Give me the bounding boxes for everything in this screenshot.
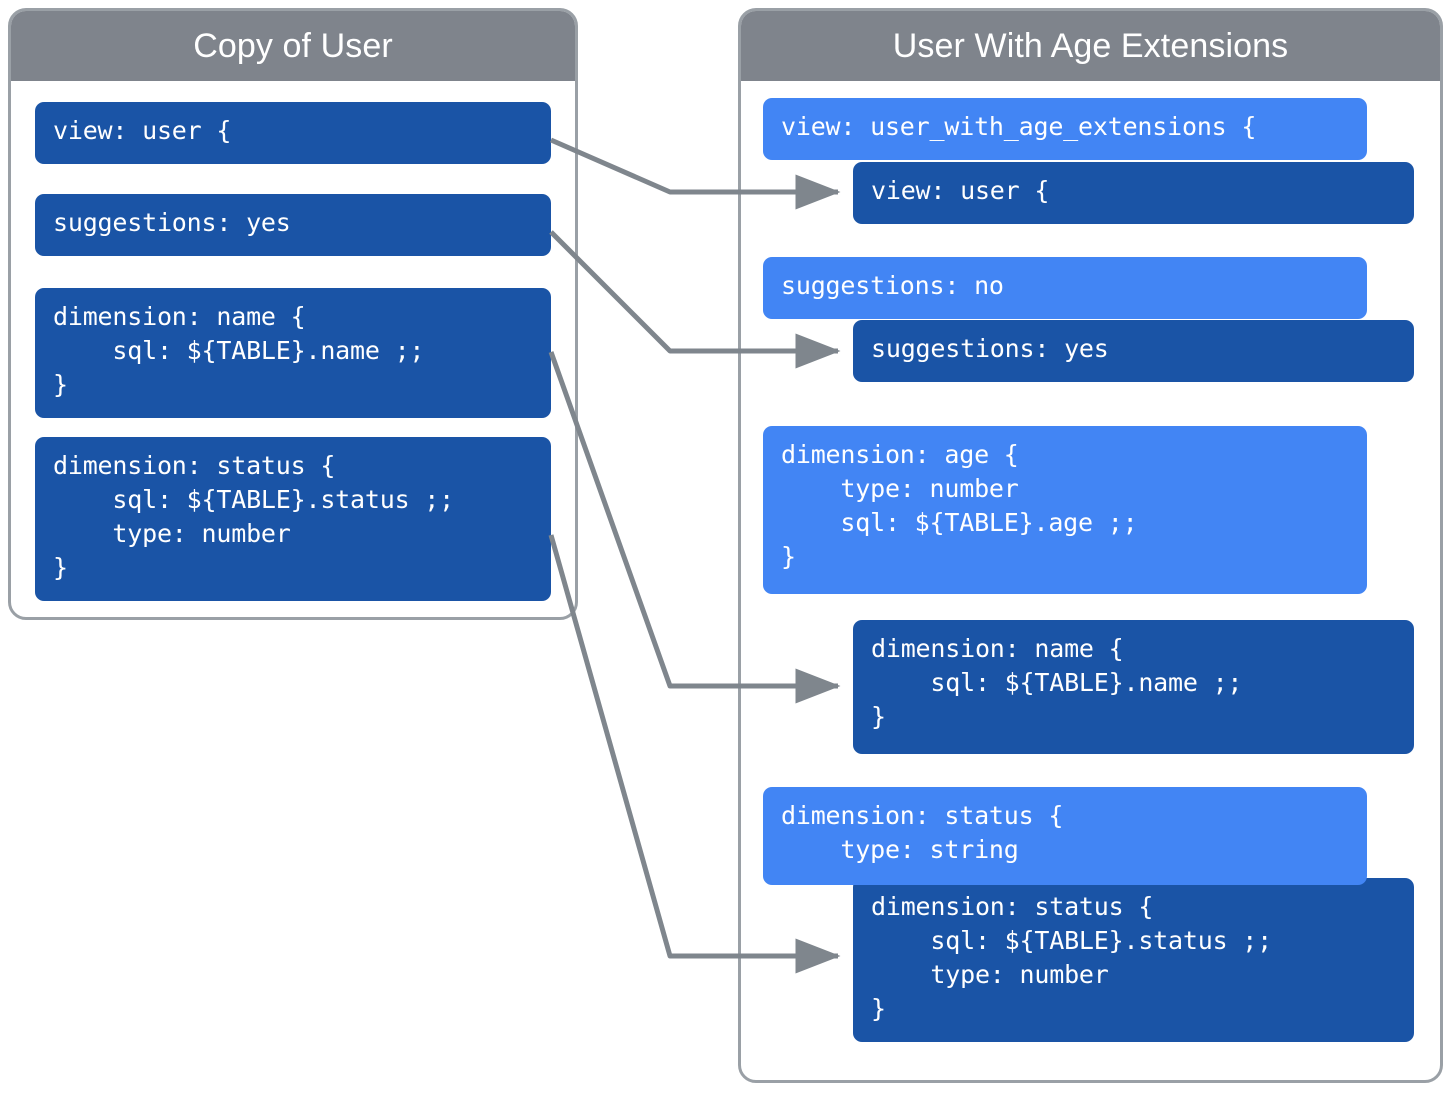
inherited-suggestions-yes-block[interactable]: suggestions: yes — [853, 320, 1414, 382]
panel-right-header: User With Age Extensions — [741, 11, 1440, 81]
suggestions-no-block[interactable]: suggestions: no — [763, 257, 1367, 319]
suggestions-yes-block[interactable]: suggestions: yes — [35, 194, 551, 256]
dimension-age-block[interactable]: dimension: age { type: number sql: ${TAB… — [763, 426, 1367, 594]
panel-right-title: User With Age Extensions — [892, 26, 1289, 65]
panel-left-header: Copy of User — [11, 11, 575, 81]
view-user-block[interactable]: view: user { — [35, 102, 551, 164]
dimension-name-block[interactable]: dimension: name { sql: ${TABLE}.name ;; … — [35, 288, 551, 418]
inherited-view-user-block[interactable]: view: user { — [853, 162, 1414, 224]
dimension-status-block[interactable]: dimension: status { sql: ${TABLE}.status… — [35, 437, 551, 601]
view-user-with-age-extensions-block[interactable]: view: user_with_age_extensions { — [763, 98, 1367, 160]
dimension-status-override-block[interactable]: dimension: status { type: string — [763, 787, 1367, 885]
inherited-dimension-status-block[interactable]: dimension: status { sql: ${TABLE}.status… — [853, 878, 1414, 1042]
inherited-dimension-name-block[interactable]: dimension: name { sql: ${TABLE}.name ;; … — [853, 620, 1414, 754]
panel-left-title: Copy of User — [193, 26, 393, 65]
